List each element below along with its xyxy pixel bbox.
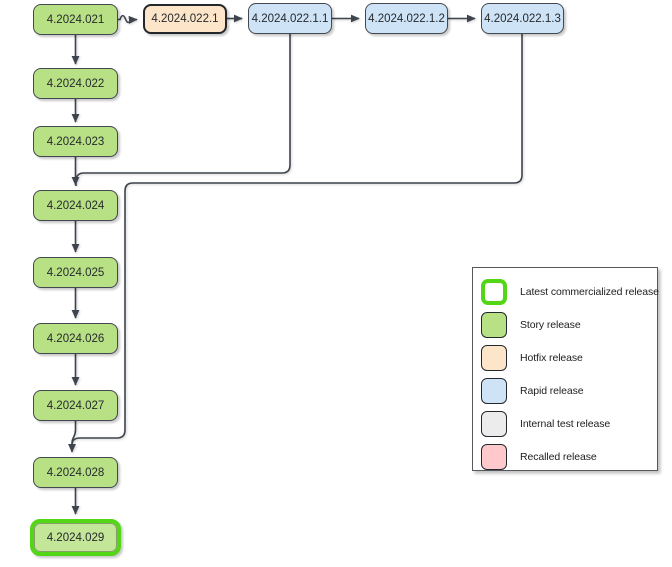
edge-021-0221-wavy (118, 14, 138, 24)
legend-label-hotfix: Hotfix release (520, 351, 583, 364)
legend-swatch-recalled-icon (481, 443, 507, 470)
legend-item-latest: Latest commercialized release (473, 275, 659, 308)
legend-swatch-hotfix-icon (481, 344, 507, 371)
node-4-2024-027[interactable]: 4.2024.027 (33, 390, 118, 421)
legend-swatch-rapid-icon (481, 377, 507, 404)
legend-label-rapid: Rapid release (520, 384, 584, 397)
node-4-2024-025[interactable]: 4.2024.025 (33, 257, 118, 288)
node-4-2024-026[interactable]: 4.2024.026 (33, 323, 118, 354)
node-4-2024-029[interactable]: 4.2024.029 (30, 519, 121, 556)
legend-item-hotfix: Hotfix release (473, 341, 657, 374)
legend-label-internal-test: Internal test release (520, 417, 611, 430)
legend-item-recalled: Recalled release (473, 440, 657, 473)
legend-item-story: Story release (473, 308, 657, 341)
node-4-2024-022-1-2[interactable]: 4.2024.022.1.2 (365, 3, 448, 34)
legend-swatch-latest-icon (481, 278, 507, 305)
legend-swatch-story-icon (481, 311, 507, 338)
node-4-2024-023[interactable]: 4.2024.023 (33, 126, 118, 157)
legend-panel: Latest commercialized release Story rele… (472, 267, 659, 473)
node-4-2024-022-1-3[interactable]: 4.2024.022.1.3 (481, 3, 564, 34)
legend-label-story: Story release (520, 318, 581, 331)
node-4-2024-021[interactable]: 4.2024.021 (33, 4, 118, 35)
legend-label-recalled: Recalled release (520, 450, 597, 463)
legend-swatch-internal-test-icon (481, 410, 507, 437)
node-4-2024-022[interactable]: 4.2024.022 (33, 68, 118, 99)
node-4-2024-028[interactable]: 4.2024.028 (33, 457, 118, 488)
node-4-2024-022-1-1[interactable]: 4.2024.022.1.1 (248, 3, 332, 34)
legend-item-internal-test: Internal test release (473, 407, 657, 440)
edge-02213-028-merge (71, 34, 523, 449)
node-4-2024-024[interactable]: 4.2024.024 (33, 190, 118, 221)
legend-label-latest: Latest commercialized release (520, 285, 659, 298)
node-4-2024-022-1[interactable]: 4.2024.022.1 (143, 4, 227, 34)
edge-02211-024-merge (75, 33, 291, 186)
legend-item-rapid: Rapid release (473, 374, 657, 407)
